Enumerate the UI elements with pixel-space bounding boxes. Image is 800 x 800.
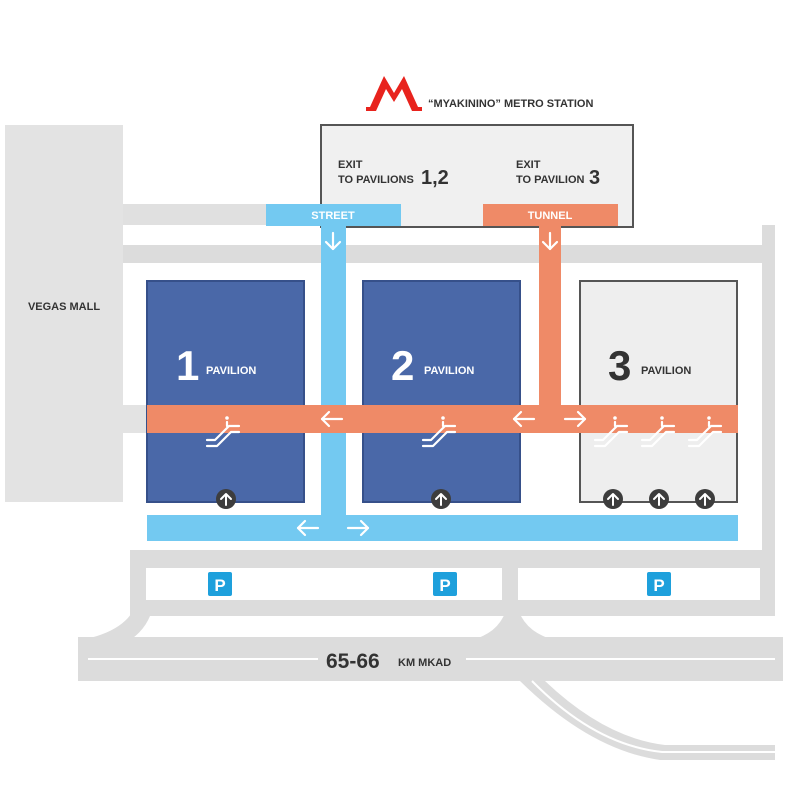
mall-connector-lower <box>123 405 148 433</box>
pavilions <box>146 280 738 503</box>
highway-exit-ramp <box>520 681 775 760</box>
pavilion-labels: 1 PAVILION 2 PAVILION 3 PAVILION <box>176 342 691 389</box>
arrow-down-icon <box>324 231 342 251</box>
mkad-highway: 65-66 KM MKAD <box>78 637 783 760</box>
arrow-left-icon <box>512 410 536 428</box>
up-arrow-icon <box>649 489 669 509</box>
metro-logo-icon <box>366 76 422 111</box>
exit-left-number: 1,2 <box>421 167 449 189</box>
exit-left-line1: EXIT <box>338 159 363 171</box>
arrow-down-icon <box>541 231 559 251</box>
vegas-mall-label: VEGAS MALL <box>28 301 100 313</box>
exit-right-line2: TO PAVILION <box>516 174 585 186</box>
up-arrow-icon <box>431 489 451 509</box>
pavilion-1-building <box>146 280 305 503</box>
up-arrow-icon <box>695 489 715 509</box>
exit-right-number: 3 <box>589 167 600 189</box>
parking-divider-left <box>130 550 146 616</box>
parking-sign-1: P <box>208 572 232 596</box>
parking-divider-right <box>760 550 775 616</box>
escalator-icon <box>593 416 629 448</box>
route-arrows <box>296 231 587 537</box>
street-bottom-band <box>147 515 738 541</box>
escalators <box>205 416 723 448</box>
parking-icon <box>208 572 232 596</box>
escalator-icon <box>687 416 723 448</box>
arrow-left-icon <box>320 410 344 428</box>
parking-letter: P <box>439 576 450 595</box>
parking-lane-lower <box>130 600 775 616</box>
pavilion-1-label: PAVILION <box>206 365 256 377</box>
parking-lane-upper <box>130 550 775 568</box>
parking-icon <box>433 572 457 596</box>
street-label: STREET <box>311 210 355 222</box>
pavilion-3-building <box>579 280 738 503</box>
arrow-left-icon <box>296 519 320 537</box>
arrow-right-icon <box>563 410 587 428</box>
street-route <box>147 204 738 541</box>
street-crossing <box>321 433 346 518</box>
internal-road-top <box>123 245 775 263</box>
parking-letter: P <box>653 576 664 595</box>
pavilion-1-number: 1 <box>176 342 199 389</box>
tunnel-vertical <box>539 225 561 407</box>
highway-km: 65-66 <box>326 650 380 673</box>
parking-sign-3: P <box>647 572 671 596</box>
vegas-mall-block <box>5 125 123 502</box>
arrow-right-icon <box>346 519 370 537</box>
pavilion-2-number: 2 <box>391 342 414 389</box>
parking-sign-2: P <box>433 572 457 596</box>
street-label-box <box>266 204 401 226</box>
pavilion-2-label: PAVILION <box>424 365 474 377</box>
parking-roads <box>90 550 775 650</box>
up-arrow-icon <box>603 489 623 509</box>
highway-label-bg <box>318 646 466 672</box>
pavilion-2-building <box>362 280 521 503</box>
exit-right-line1: EXIT <box>516 159 541 171</box>
tunnel-label-box <box>483 204 618 226</box>
exit-left-line2: TO PAVILIONS <box>338 174 414 186</box>
road-network <box>5 125 775 570</box>
escalator-icon <box>205 416 241 448</box>
parking-letter: P <box>214 576 225 595</box>
highway-exit-line <box>531 680 775 753</box>
pavilion-3-label: PAVILION <box>641 365 691 377</box>
internal-road-right <box>762 225 775 570</box>
up-arrow-icon <box>216 489 236 509</box>
ramp-mid <box>478 600 548 638</box>
highway-suffix: KM MKAD <box>398 657 451 669</box>
escalator-icon <box>421 416 457 448</box>
escalator-icon <box>640 416 676 448</box>
parking-icon <box>647 572 671 596</box>
pavilion-3-number: 3 <box>608 342 631 389</box>
metro-station-label: “MYAKININO” METRO STATION <box>428 98 593 110</box>
elevators <box>216 489 715 509</box>
parking-signs: P P P <box>208 572 671 596</box>
tunnel-label: TUNNEL <box>528 210 573 222</box>
